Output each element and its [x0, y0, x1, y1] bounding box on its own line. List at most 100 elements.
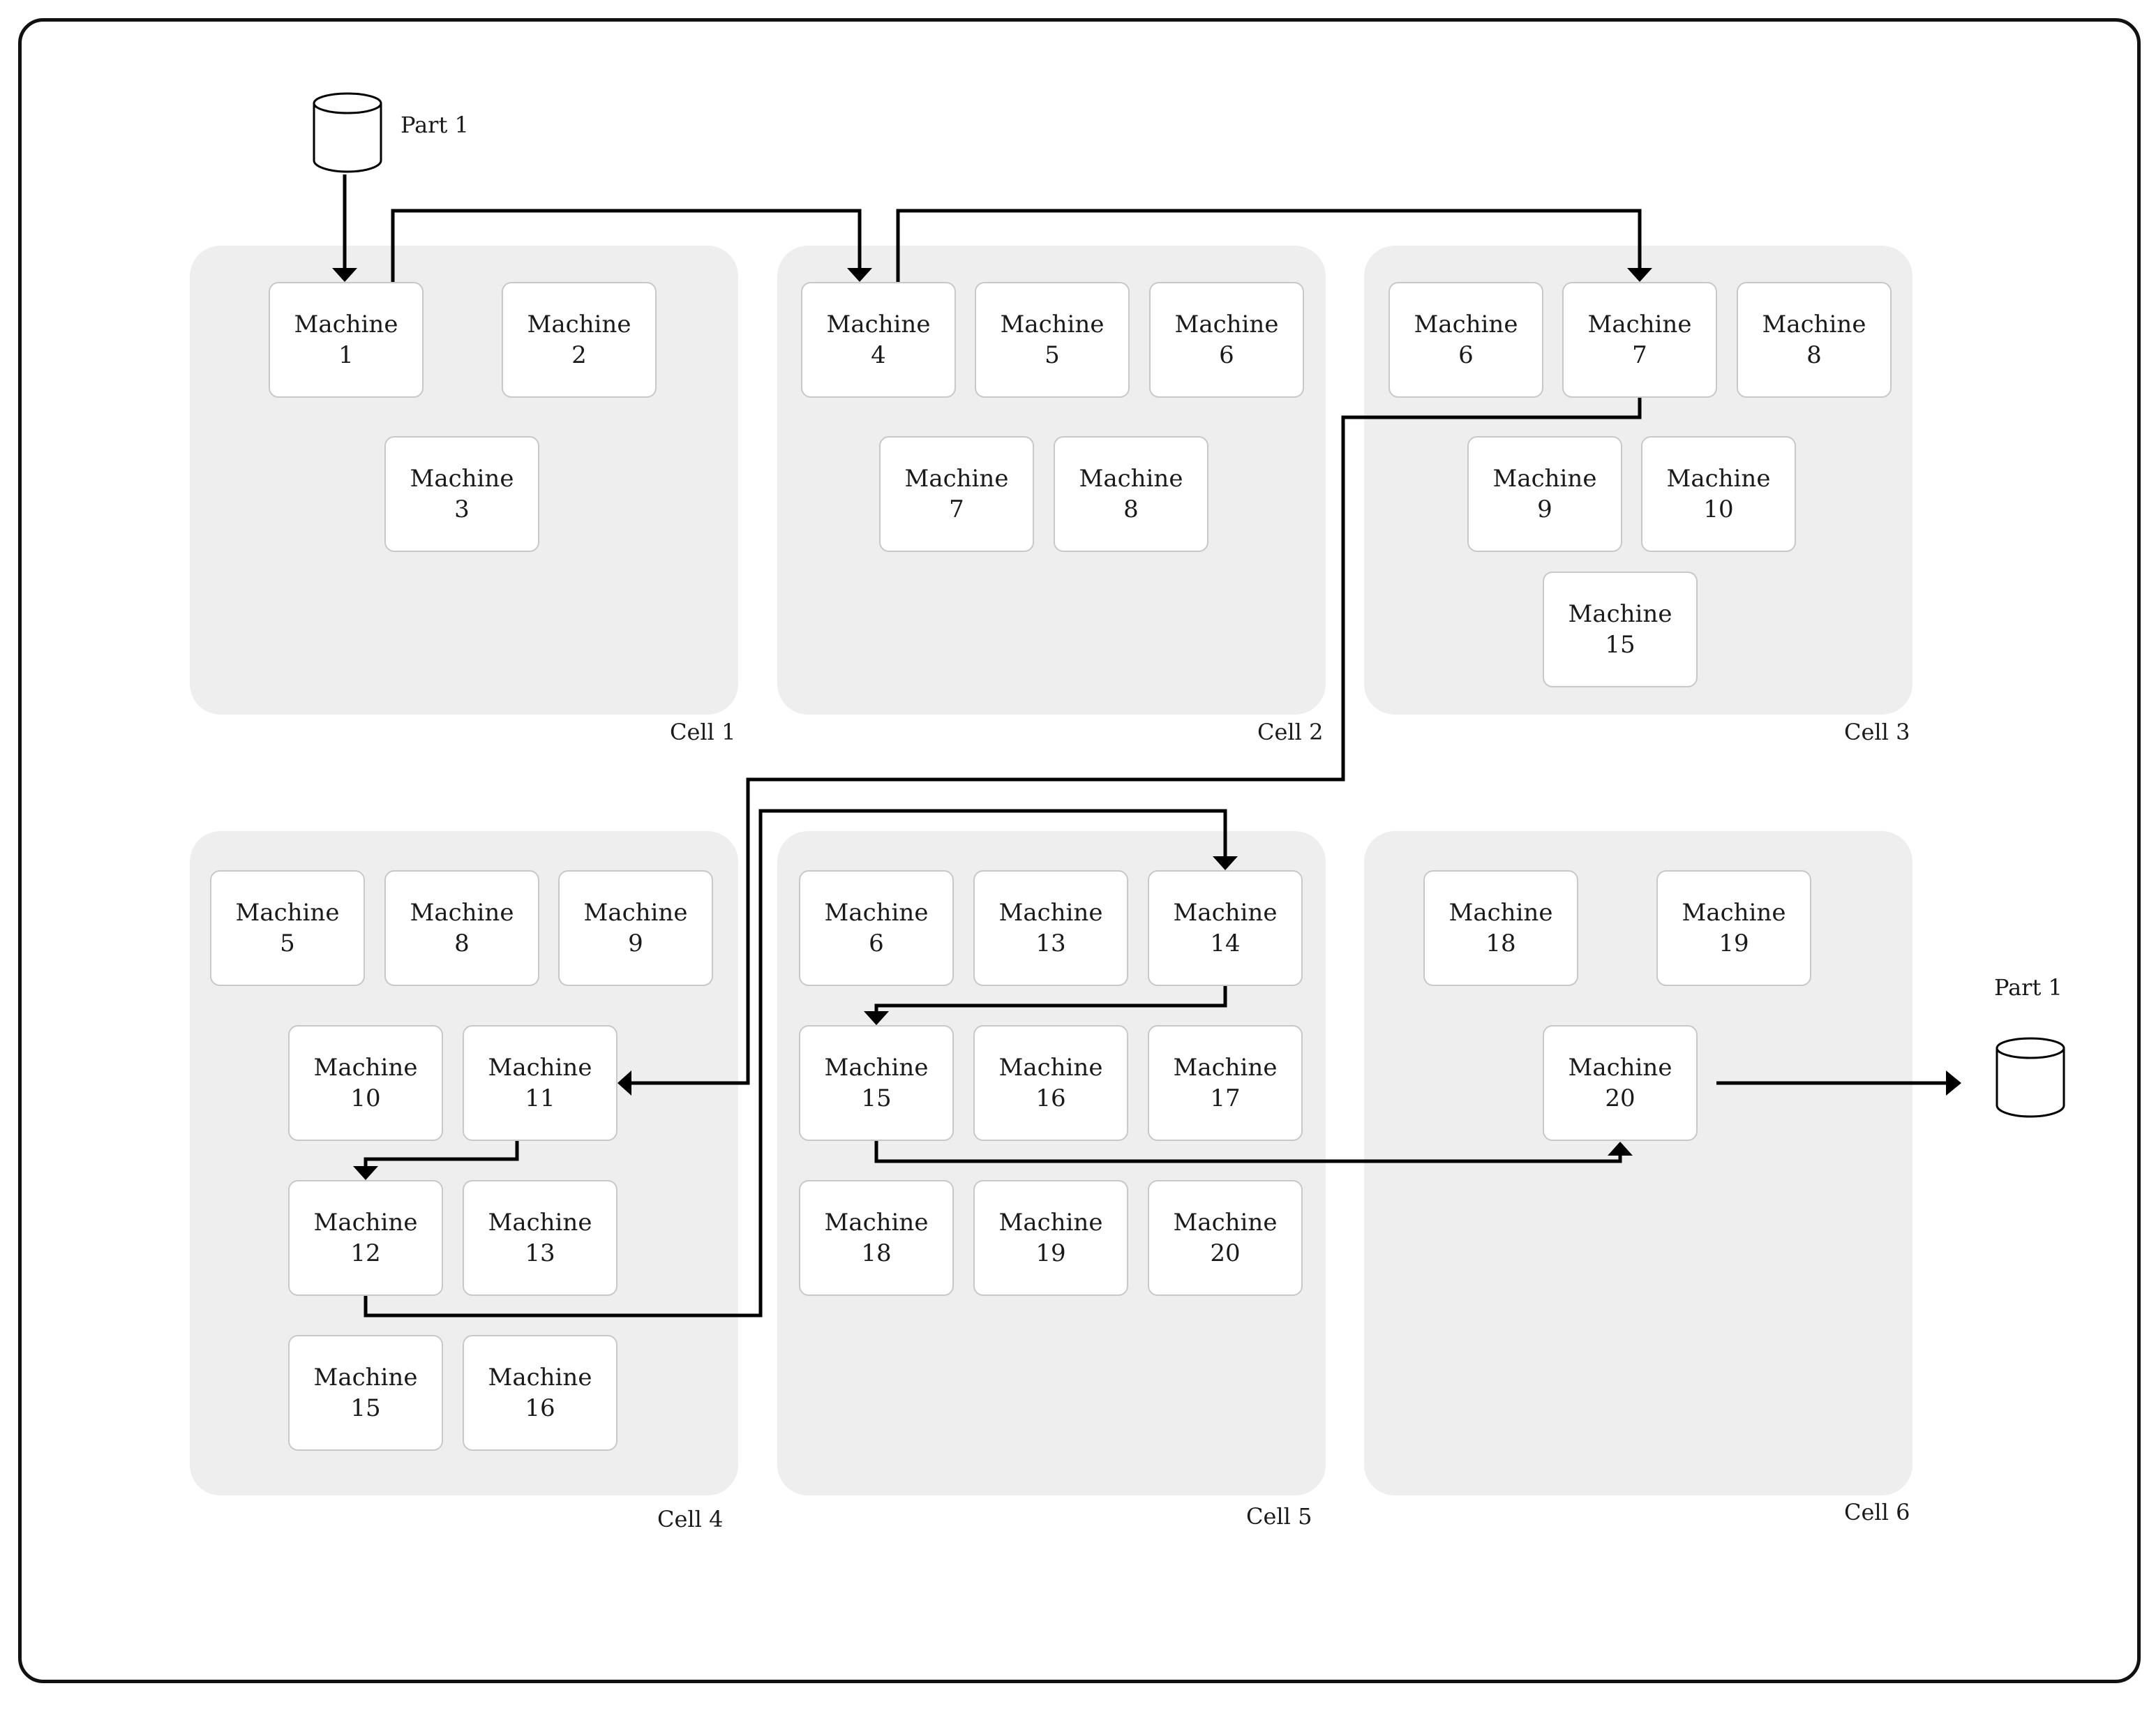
machine-9[interactable]: Machine 9: [558, 870, 713, 986]
machine-word: Machine: [1173, 1054, 1278, 1082]
machine-18[interactable]: Machine 18: [1423, 870, 1578, 986]
machine-word: Machine: [1173, 899, 1278, 927]
machine-word: Machine: [488, 1364, 592, 1391]
machine-number: 17: [1210, 1084, 1241, 1112]
cell-3-label: Cell 3: [1844, 719, 1910, 745]
machine-2[interactable]: Machine 2: [502, 282, 657, 398]
machine-word: Machine: [1587, 311, 1692, 338]
cell-6-label: Cell 6: [1844, 1499, 1910, 1525]
machine-number: 15: [861, 1084, 892, 1112]
machine-number: 13: [1035, 930, 1066, 957]
machine-number: 12: [350, 1239, 381, 1267]
machine-number: 4: [871, 341, 886, 369]
machine-number: 8: [1123, 495, 1139, 523]
machine-8[interactable]: Machine 8: [1737, 282, 1892, 398]
machine-number: 5: [1045, 341, 1060, 369]
machine-number: 20: [1210, 1239, 1241, 1267]
machine-number: 3: [454, 495, 470, 523]
machine-word: Machine: [1000, 311, 1105, 338]
machine-number: 5: [280, 930, 295, 957]
machine-number: 14: [1210, 930, 1241, 957]
machine-number: 6: [1458, 341, 1474, 369]
machine-5[interactable]: Machine 5: [975, 282, 1130, 398]
machine-word: Machine: [294, 311, 398, 338]
machine-number: 9: [1537, 495, 1552, 523]
machine-number: 6: [869, 930, 884, 957]
machine-word: Machine: [1666, 465, 1771, 493]
machine-word: Machine: [1568, 600, 1672, 628]
machine-number: 15: [1605, 631, 1635, 659]
machine-number: 9: [628, 930, 643, 957]
part-source-cylinder-icon: [313, 92, 382, 173]
machine-word: Machine: [1492, 465, 1597, 493]
machine-number: 15: [350, 1394, 381, 1422]
machine-number: 8: [454, 930, 470, 957]
machine-15[interactable]: Machine 15: [1543, 572, 1698, 687]
machine-word: Machine: [1448, 899, 1553, 927]
machine-number: 18: [1485, 930, 1516, 957]
machine-number: 2: [571, 341, 587, 369]
machine-word: Machine: [1762, 311, 1866, 338]
machine-6[interactable]: Machine 6: [799, 870, 954, 986]
machine-number: 16: [1035, 1084, 1066, 1112]
machine-4[interactable]: Machine 4: [801, 282, 956, 398]
machine-15[interactable]: Machine 15: [288, 1335, 443, 1451]
machine-word: Machine: [998, 1209, 1103, 1237]
machine-number: 11: [525, 1084, 555, 1112]
machine-5[interactable]: Machine 5: [210, 870, 365, 986]
machine-word: Machine: [410, 465, 514, 493]
cell-4-label: Cell 4: [657, 1506, 724, 1532]
machine-word: Machine: [488, 1054, 592, 1082]
machine-word: Machine: [998, 899, 1103, 927]
part-source-label: Part 1: [400, 112, 469, 138]
machine-word: Machine: [824, 899, 929, 927]
machine-word: Machine: [488, 1209, 592, 1237]
machine-number: 7: [949, 495, 964, 523]
machine-word: Machine: [1414, 311, 1518, 338]
machine-word: Machine: [527, 311, 631, 338]
machine-number: 7: [1632, 341, 1647, 369]
machine-13[interactable]: Machine 13: [973, 870, 1128, 986]
machine-word: Machine: [313, 1364, 418, 1391]
machine-number: 19: [1035, 1239, 1066, 1267]
machine-number: 10: [350, 1084, 381, 1112]
machine-word: Machine: [1174, 311, 1279, 338]
part-sink-label: Part 1: [1994, 974, 2063, 1001]
part-sink-cylinder-icon: [1996, 1037, 2065, 1118]
cell-5-label: Cell 5: [1246, 1503, 1312, 1530]
machine-number: 19: [1719, 930, 1749, 957]
machine-8[interactable]: Machine 8: [384, 870, 539, 986]
machine-6[interactable]: Machine 6: [1388, 282, 1543, 398]
machine-7[interactable]: Machine 7: [1562, 282, 1717, 398]
machine-word: Machine: [583, 899, 688, 927]
machine-number: 8: [1806, 341, 1822, 369]
machine-word: Machine: [1568, 1054, 1672, 1082]
machine-number: 20: [1605, 1084, 1635, 1112]
machine-word: Machine: [826, 311, 931, 338]
machine-14[interactable]: Machine 14: [1148, 870, 1303, 986]
machine-word: Machine: [410, 899, 514, 927]
machine-word: Machine: [1079, 465, 1183, 493]
cell-1-label: Cell 1: [670, 719, 736, 745]
machine-word: Machine: [235, 899, 340, 927]
